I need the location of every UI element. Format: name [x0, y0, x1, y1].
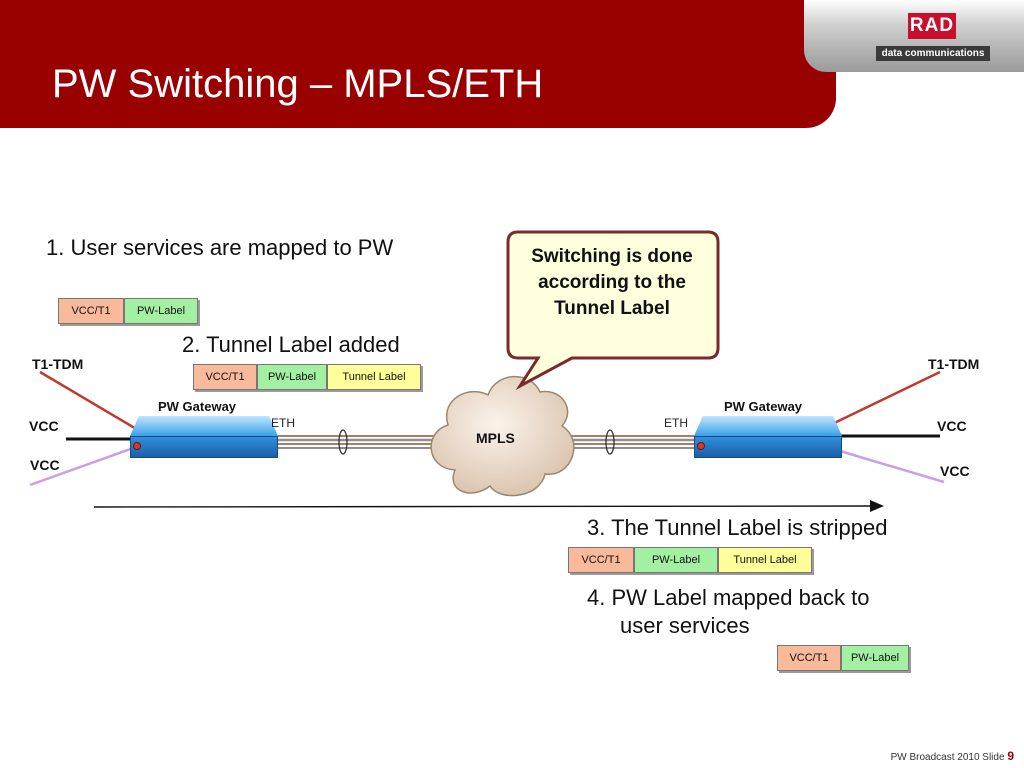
- right-t1-tdm-label: T1-TDM: [928, 356, 980, 372]
- left-t1-line: [39, 370, 139, 432]
- brand-tagline: data communications: [876, 46, 990, 61]
- packet-1-vcc-segment: VCC/T1: [58, 298, 124, 324]
- right-gateway-front: [694, 436, 842, 458]
- left-t1-tdm-label: T1-TDM: [32, 356, 84, 372]
- header-band: [0, 0, 836, 128]
- packet-1: VCC/T1 PW-Label: [58, 298, 198, 324]
- left-eth-label: ETH: [271, 416, 295, 430]
- packet-4-pw-segment: PW-Label: [841, 645, 909, 671]
- packet-3: VCC/T1 PW-Label Tunnel Label: [568, 547, 812, 573]
- brand-logo: RAD: [908, 13, 956, 39]
- mpls-cloud-label: MPLS: [476, 430, 515, 446]
- step-4-text-line2: user services: [620, 613, 750, 638]
- right-gateway-label: PW Gateway: [724, 399, 803, 414]
- right-pw-gateway: [694, 416, 842, 458]
- packet-2-tunnel-segment: Tunnel Label: [327, 364, 421, 390]
- packet-1-pw-segment: PW-Label: [124, 298, 198, 324]
- slide-footer: PW Broadcast 2010 Slide 9: [891, 749, 1014, 763]
- right-gateway-led-icon: [697, 442, 705, 450]
- packet-3-vcc-segment: VCC/T1: [568, 547, 634, 573]
- left-gateway-front: [130, 436, 278, 458]
- slide-title: PW Switching – MPLS/ETH: [52, 62, 544, 106]
- packet-4: VCC/T1 PW-Label: [777, 645, 909, 671]
- direction-arrow-head: [870, 500, 884, 512]
- left-vcc-bottom-line: [29, 445, 137, 487]
- packet-3-pw-segment: PW-Label: [634, 547, 718, 573]
- right-vcc-bottom-label: VCC: [940, 463, 970, 479]
- packet-3-tunnel-segment: Tunnel Label: [718, 547, 812, 573]
- callout-text: Switching is done according to the Tunne…: [531, 246, 693, 319]
- mpls-cloud: [430, 375, 575, 497]
- right-vcc-top-label: VCC: [937, 418, 967, 434]
- packet-2-pw-segment: PW-Label: [257, 364, 327, 390]
- step-4-text-line1: 4. PW Label mapped back to: [587, 585, 870, 610]
- left-vcc-bottom-label: VCC: [30, 457, 60, 473]
- left-gateway-label: PW Gateway: [158, 399, 237, 414]
- left-gateway-led-icon: [133, 442, 141, 450]
- footer-text: PW Broadcast 2010 Slide: [890, 752, 1005, 763]
- right-t1-line: [825, 370, 941, 429]
- right-gateway-top: [694, 416, 842, 436]
- packet-4-vcc-segment: VCC/T1: [777, 645, 841, 671]
- direction-arrow-line: [93, 505, 873, 508]
- step-2-text: 2. Tunnel Label added: [182, 332, 400, 357]
- left-gateway-top: [130, 416, 278, 436]
- left-pw-gateway: [130, 416, 278, 458]
- callout-bubble: [506, 230, 720, 391]
- step-3-text: 3. The Tunnel Label is stripped: [587, 515, 888, 540]
- packet-2: VCC/T1 PW-Label Tunnel Label: [193, 364, 421, 390]
- packet-2-vcc-segment: VCC/T1: [193, 364, 257, 390]
- right-eth-pipe: [555, 429, 698, 455]
- right-vcc-bottom-line: [829, 446, 945, 484]
- step-1-text: 1. User services are mapped to PW: [46, 235, 394, 260]
- right-eth-label: ETH: [664, 416, 688, 430]
- slide-number: 9: [1007, 749, 1014, 763]
- left-vcc-top-label: VCC: [29, 418, 59, 434]
- left-eth-pipe: [278, 429, 445, 455]
